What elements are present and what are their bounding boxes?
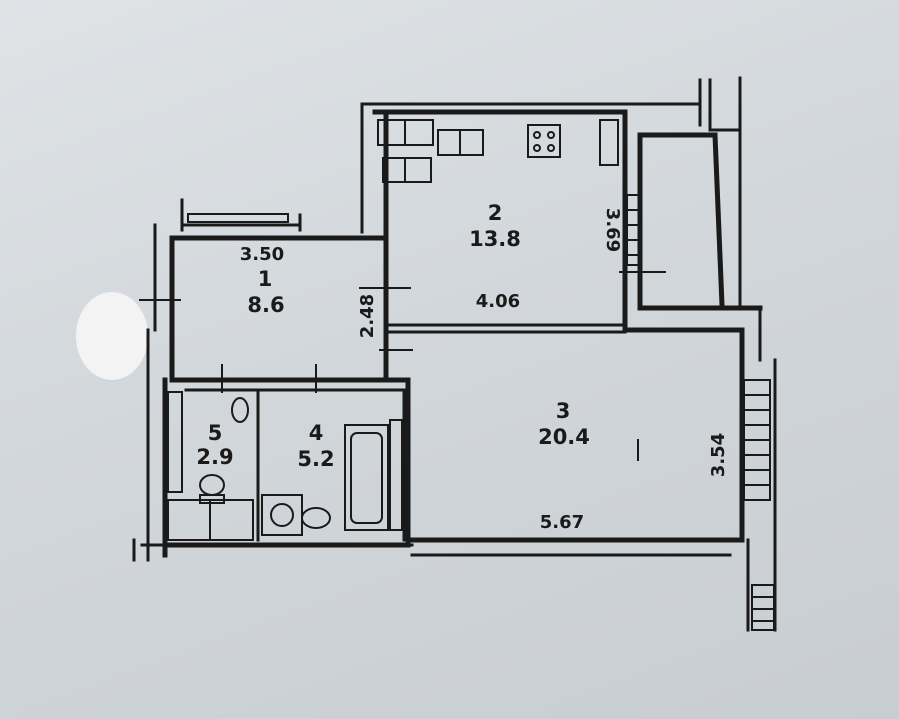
room5-number: 5 — [208, 421, 223, 445]
room2-width: 4.06 — [476, 291, 520, 312]
window-balcony-bottom — [751, 584, 775, 631]
room4-area: 5.2 — [297, 447, 334, 471]
closets — [167, 391, 403, 541]
room2-area: 13.8 — [469, 227, 521, 251]
room3-width: 5.67 — [540, 512, 584, 533]
room2-depth: 3.69 — [602, 208, 623, 252]
room1-number: 1 — [258, 267, 273, 291]
bathtub — [344, 424, 389, 531]
room3-area: 20.4 — [538, 425, 590, 449]
outer-frame — [132, 76, 777, 632]
bathroom-partition — [184, 388, 406, 542]
room5-area: 2.9 — [196, 445, 233, 469]
room3-number: 3 — [556, 399, 571, 423]
room2-number: 2 — [488, 201, 503, 225]
sink-and-washer — [261, 494, 331, 536]
room3-depth: 3.54 — [708, 433, 729, 477]
window-room3 — [743, 379, 771, 501]
partition-wall — [388, 323, 627, 334]
door-marks — [139, 271, 666, 461]
privacy-blur-blob — [76, 292, 148, 380]
room4-number: 4 — [309, 421, 324, 445]
room1-width: 3.50 — [240, 244, 284, 265]
window-kitchen — [626, 194, 642, 266]
kitchen-cabinets — [377, 119, 619, 183]
room1-area: 8.6 — [247, 293, 284, 317]
window-room1 — [187, 213, 289, 223]
room1-depth: 2.48 — [357, 294, 378, 338]
